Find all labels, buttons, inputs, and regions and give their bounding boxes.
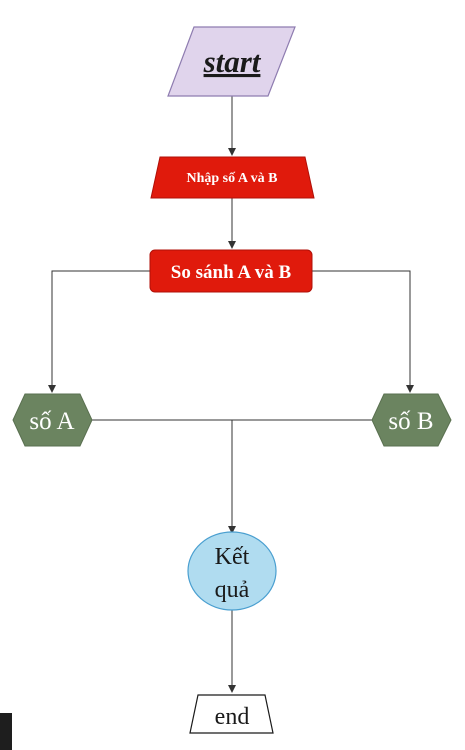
result-shape	[187, 531, 277, 611]
left-result-label: số A	[29, 408, 74, 435]
connector-compare-to-right	[312, 270, 414, 393]
right-result-label: số B	[388, 408, 433, 435]
compare-node: So sánh A và B	[149, 249, 313, 293]
end-label: end	[215, 704, 250, 730]
end-node: end	[189, 694, 274, 734]
input-shape	[150, 156, 315, 199]
result-label-line1: Kết	[215, 544, 250, 570]
right-result-node: số B	[371, 393, 452, 447]
compare-shape	[149, 249, 313, 293]
start-label: start	[203, 44, 262, 79]
connector-compare-to-left	[48, 270, 150, 393]
connectors	[48, 96, 414, 693]
start-shape	[167, 26, 296, 97]
compare-label: So sánh A và B	[171, 262, 292, 283]
right-result-shape	[371, 393, 452, 447]
end-shape	[189, 694, 274, 734]
input-node: Nhập số A và B	[150, 156, 315, 199]
result-node: Kết quả	[187, 531, 277, 611]
left-result-shape	[12, 393, 93, 447]
corner-mark	[0, 713, 12, 750]
start-node: start	[167, 26, 296, 97]
left-result-node: số A	[12, 393, 93, 447]
result-label-line2: quả	[215, 577, 250, 603]
input-label: Nhập số A và B	[186, 171, 277, 186]
